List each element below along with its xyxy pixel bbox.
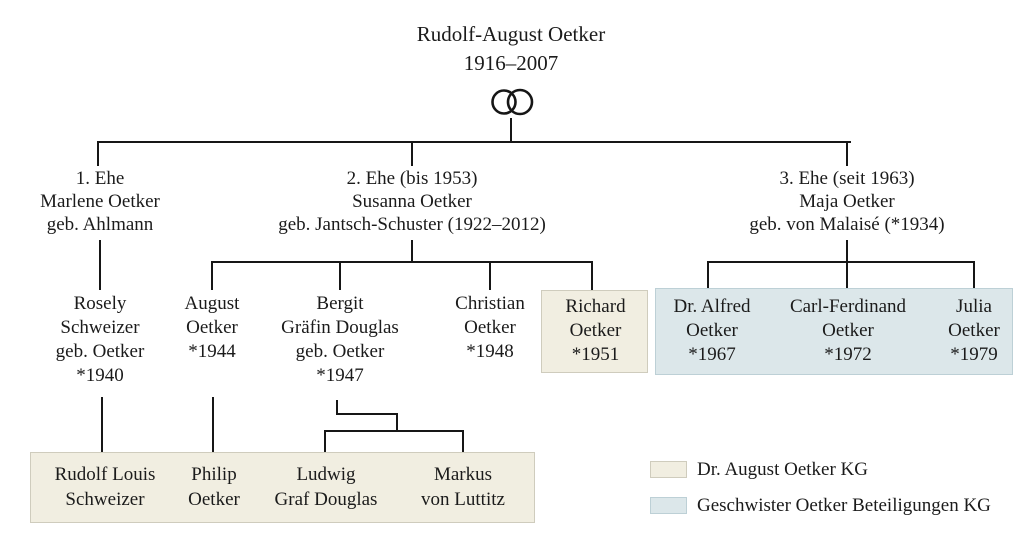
person-ludwig-line1: Ludwig	[296, 464, 356, 485]
marriage-1-heading: 1. Ehe Marlene Oetker geb. Ahlmann	[0, 167, 200, 236]
group-box-richard: Richard Oetker *1951	[541, 290, 648, 373]
connector-drop-markus	[462, 430, 464, 453]
legend-swatch-august-oetker-kg	[650, 461, 687, 478]
marriage-3-line1: 3. Ehe (seit 1963)	[779, 168, 915, 189]
person-carl-ferdinand-line2: Oetker	[822, 320, 874, 341]
person-philip-line1: Philip	[191, 464, 237, 485]
person-rosely-line2: Schweizer	[60, 317, 140, 338]
marriage-1-line1: 1. Ehe	[75, 168, 125, 189]
person-julia: Julia Oetker *1979	[924, 295, 1024, 367]
person-alfred: Dr. Alfred Oetker *1967	[656, 295, 768, 367]
marriage-2-line1: 2. Ehe (bis 1953)	[346, 168, 478, 189]
person-richard: Richard Oetker *1951	[542, 295, 649, 367]
connector-drop-christian	[489, 261, 491, 290]
connector-drop-ludwig	[324, 430, 326, 453]
connector-bergit-stub	[336, 400, 338, 415]
connector-drop-richard	[591, 261, 593, 290]
connector-m2-stub	[411, 240, 413, 263]
connector-m3-bus	[707, 261, 975, 263]
person-august-line1: August	[184, 293, 240, 314]
person-christian-line2: Oetker	[464, 317, 516, 338]
person-julia-line3: *1979	[950, 344, 998, 365]
person-carl-ferdinand-line3: *1972	[824, 344, 872, 365]
connector-bergit-children-bus	[324, 430, 464, 432]
person-alfred-line1: Dr. Alfred	[673, 296, 751, 317]
marriage-3-line2: Maja Oetker	[799, 191, 895, 212]
connector-drop-marriage3	[846, 141, 848, 166]
connector-drop-marriage1	[97, 141, 99, 166]
connector-drop-carl-ferdinand	[846, 261, 848, 288]
person-julia-line2: Oetker	[948, 320, 1000, 341]
marriage-1-line3: geb. Ahlmann	[46, 214, 154, 235]
person-markus: Markus von Luttitz	[397, 462, 529, 512]
legend-label-geschwister-kg: Geschwister Oetker Beteiligungen KG	[697, 495, 991, 516]
person-rudolf-louis: Rudolf Louis Schweizer	[39, 462, 171, 512]
group-box-geschwister: Dr. Alfred Oetker *1967 Carl-Ferdinand O…	[655, 288, 1013, 375]
connector-marriage-bus	[97, 141, 851, 143]
marriage-3-line3: geb. von Malaisé (*1934)	[749, 214, 945, 235]
person-alfred-line2: Oetker	[686, 320, 738, 341]
person-markus-line2: von Luttitz	[421, 489, 505, 510]
person-carl-ferdinand-line1: Carl-Ferdinand	[789, 296, 907, 317]
person-bergit-line4: *1947	[316, 365, 364, 386]
person-bergit: Bergit Gräfin Douglas geb. Oetker *1947	[260, 292, 420, 388]
connector-drop-julia	[973, 261, 975, 288]
person-julia-line1: Julia	[956, 296, 992, 317]
person-bergit-line2: Gräfin Douglas	[281, 317, 399, 338]
legend-label-august-oetker-kg: Dr. August Oetker KG	[697, 459, 868, 480]
connector-drop-marriage2	[411, 141, 413, 166]
person-rosely-line3: geb. Oetker	[55, 341, 145, 362]
person-christian-line3: *1948	[466, 341, 514, 362]
connector-drop-august	[211, 261, 213, 290]
marriage-1-line2: Marlene Oetker	[40, 191, 160, 212]
person-rosely-line1: Rosely	[73, 293, 127, 314]
connector-drop-alfred	[707, 261, 709, 288]
person-markus-line1: Markus	[433, 464, 493, 485]
connector-m3-stub	[846, 240, 848, 263]
connector-root-stub	[510, 118, 512, 142]
person-ludwig-line2: Graf Douglas	[274, 489, 378, 510]
person-richard-line2: Oetker	[569, 320, 622, 341]
person-ludwig: Ludwig Graf Douglas	[260, 462, 392, 512]
root-person-years: 1916–2007	[463, 51, 559, 75]
person-rudolf-louis-line2: Schweizer	[65, 489, 145, 510]
marriage-2-line3: geb. Jantsch-Schuster (1922–2012)	[278, 214, 546, 235]
person-rudolf-louis-line1: Rudolf Louis	[54, 464, 156, 485]
person-rosely: Rosely Schweizer geb. Oetker *1940	[20, 292, 180, 388]
person-rosely-line4: *1940	[76, 365, 124, 386]
marriage-2-heading: 2. Ehe (bis 1953) Susanna Oetker geb. Ja…	[252, 167, 572, 236]
connector-august-philip	[212, 397, 214, 453]
connector-m2-bus	[211, 261, 593, 263]
root-person: Rudolf-August Oetker 1916–2007	[336, 20, 686, 78]
person-bergit-line1: Bergit	[316, 293, 364, 314]
legend-swatch-geschwister-kg	[650, 497, 687, 514]
person-christian-line1: Christian	[455, 293, 525, 314]
person-august: August Oetker *1944	[157, 292, 267, 364]
marriage-2-line2: Susanna Oetker	[352, 191, 472, 212]
person-philip: Philip Oetker	[177, 462, 251, 512]
person-august-line3: *1944	[188, 341, 236, 362]
connector-bergit-shift	[336, 413, 398, 415]
person-bergit-line3: geb. Oetker	[295, 341, 385, 362]
connector-drop-bergit	[339, 261, 341, 290]
marriage-3-heading: 3. Ehe (seit 1963) Maja Oetker geb. von …	[717, 167, 977, 236]
marriage-rings-icon	[491, 88, 534, 116]
person-christian: Christian Oetker *1948	[430, 292, 550, 364]
root-person-name: Rudolf-August Oetker	[416, 22, 606, 46]
person-richard-line1: Richard	[565, 296, 626, 317]
person-richard-line3: *1951	[571, 344, 620, 365]
connector-rosely	[99, 240, 101, 290]
connector-rosely-rudolf	[101, 397, 103, 453]
person-philip-line2: Oetker	[188, 489, 240, 510]
person-august-line2: Oetker	[186, 317, 238, 338]
group-box-generation3: Rudolf Louis Schweizer Philip Oetker Lud…	[30, 452, 535, 523]
person-alfred-line3: *1967	[688, 344, 736, 365]
person-carl-ferdinand: Carl-Ferdinand Oetker *1972	[778, 295, 918, 367]
connector-bergit-down	[396, 413, 398, 432]
